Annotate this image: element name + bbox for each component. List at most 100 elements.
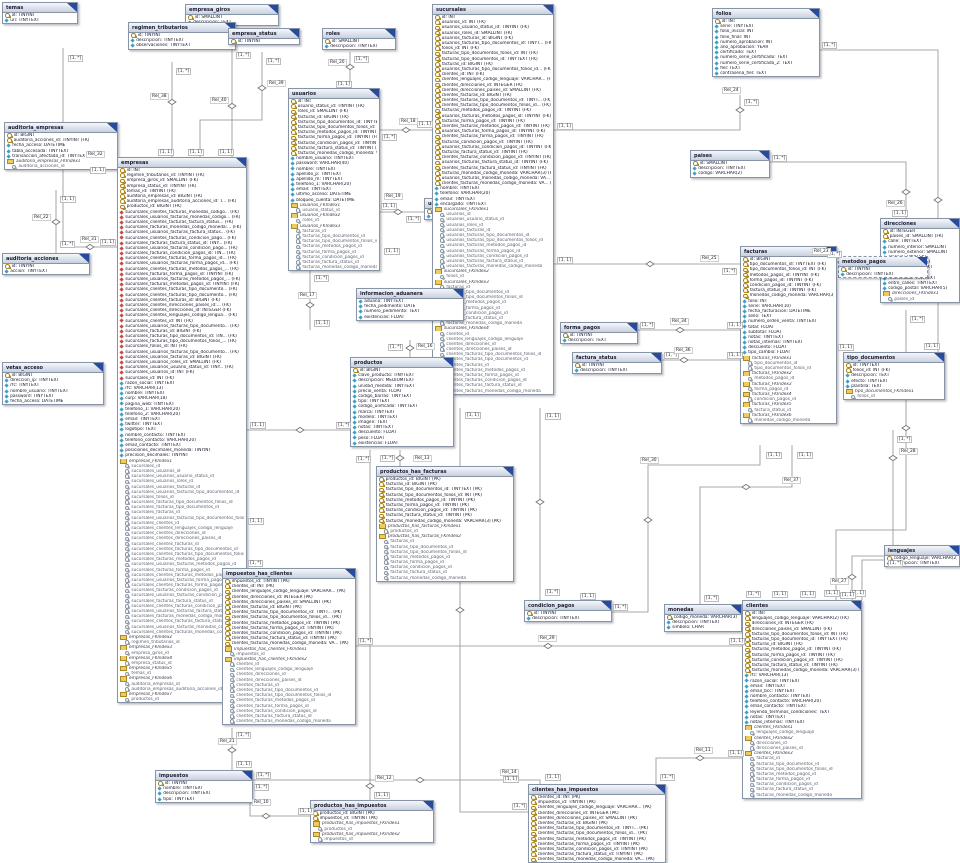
field-row-clientes_lenguajes_codigo_lenguaje[interactable]: clientes_lenguajes_codigo_lenguaje: VARC… [529,805,665,810]
field-row-folios_id[interactable]: folios_id: INT (FK) [844,368,944,373]
cardinality-label[interactable]: [1, *] [704,595,720,603]
field-row-sucursales_clientes_lenguajes_codigo_lenguaje[interactable]: sucursales_clientes_lenguajes_codigo_len… [118,526,246,531]
field-row-facturas_condicion_pagos_id[interactable]: facturas_condicion_pagos_id: TINYINT (FK… [289,141,379,146]
table-header-empresas[interactable]: empresas [118,158,246,168]
field-row-telefono_2[interactable]: telefono_2: VARCHAR(20) [118,412,246,417]
field-row-sucursales_usuarios_facturas_tipo_documentos_folios_id[interactable]: sucursales_usuarios_facturas_tipo_docume… [118,516,246,521]
cardinality-label[interactable]: [1, *] [888,560,904,568]
field-row-regimen_tributarios_id[interactable]: regimen_tributarios_id: TINYINT (FK) [118,173,246,178]
field-row-facturas_metodos_pagos_id[interactable]: facturas_metodos_pagos_id: TINYINT (PK) [377,498,513,503]
field-row-nombre_contacto[interactable]: nombre_contacto: TINYTEXT [743,694,861,699]
field-row-telefono_contacto[interactable]: telefono_contacto: VARCHAR(20) [743,699,861,704]
field-row-sucursales_usuarios_id[interactable]: sucursales_usuarios_id: INT (FK) [118,370,246,375]
cardinality-label[interactable]: [1, *] [336,422,352,430]
field-row-impuestos_id[interactable]: impuestos_id [223,652,355,657]
field-row-usuarios_facturas_condicion_pagos_id[interactable]: usuarios_facturas_condicion_pagos_id: TI… [433,145,553,150]
field-row-facturas_forma_pagos_id[interactable]: facturas_forma_pagos_id [743,777,861,782]
field-row-ano_aprobacion[interactable]: ano_aprobacion: YEAR [713,45,819,50]
cardinality-label[interactable]: [1, *] [664,352,680,360]
field-row-facturas_condicion_pagos_id[interactable]: facturas_condicion_pagos_id [743,782,861,787]
field-row-sucursales_usuarios_usuario_status_id[interactable]: sucursales_usuarios_usuario_status_id [118,474,246,479]
field-row-usuarios_id[interactable]: usuarios_id: INT (FK) [433,20,553,25]
relationship-name-rel_34[interactable]: Rel_34 [670,318,689,326]
relationship-name-rel_28[interactable]: Rel_28 [899,448,918,456]
field-row-rfc[interactable]: rfc: VARCHAR(13) [743,673,861,678]
cardinality-label[interactable]: [1, *] [545,589,561,597]
field-row-facturas_tipo_documentos_folios_id[interactable]: facturas_tipo_documentos_folios_id [289,239,379,244]
field-row-clientes_facturas_condicion_pagos_id[interactable]: clientes_facturas_condicion_pagos_id [223,709,355,714]
field-row-serie[interactable]: serie: TINYTEXT [713,24,819,29]
field-row-existencias[interactable]: existencias: FLOAT [351,441,453,446]
cardinality-label[interactable]: [1, 1] [188,149,204,157]
cardinality-label[interactable]: [1, 1] [727,352,743,360]
field-row-paises_id[interactable]: paises_id [881,296,959,302]
field-row-fecha_acceso[interactable]: fecha_acceso: DATETIME [5,143,117,148]
field-row-descuento[interactable]: descuento: FLOAT [351,430,453,435]
table-header-informacion_aduanera[interactable]: informacion_aduanera [357,289,463,299]
field-row-precio_venta[interactable]: precio_venta: FLOAT [351,389,453,394]
field-row-sucursales_clientes_facturas_condicion_pago... (FK)[interactable]: sucursales_clientes_facturas_condicion_p… [118,235,246,241]
field-row-facturas_forma_pagos_id[interactable]: facturas_forma_pagos_id: TINYINT (FK) [433,119,553,124]
table-header-clientes[interactable]: clientes [743,601,861,611]
field-row-usuarios_facturas_factura_status_id[interactable]: usuarios_facturas_factura_status_id [433,259,553,264]
relationship-name-rel_32[interactable]: Rel_32 [86,151,105,159]
field-row-sucursales_clientes_direcciones_paises_id[interactable]: sucursales_clientes_direcciones_paises_i… [118,303,246,308]
table-header-impuestos_has_clientes[interactable]: impuestos_has_clientes [223,569,355,579]
cardinality-label[interactable]: [1, 1] [236,761,252,769]
field-row-sucursales_facturas_condicion_pagos_id[interactable]: sucursales_facturas_condicion_pagos_id [118,588,246,593]
relationship-name-rel_19[interactable]: Rel_19 [384,193,403,201]
field-row-sucursales_facturas_id[interactable]: sucursales_facturas_id [118,510,246,515]
field-row-usuarios_usuario_status_id[interactable]: usuarios_usuario_status_id [433,217,553,222]
cardinality-label[interactable]: [1, 1] [727,322,743,330]
cardinality-label[interactable]: [1, 1] [381,203,397,211]
cardinality-label[interactable]: [1, *] [382,134,398,142]
field-row-impuestos_id[interactable]: impuestos_id [311,837,433,842]
field-row-contrasena_fiel[interactable]: contrasena_fiel: TEXT [713,71,819,76]
field-row-lenguajes_codigo_lenguaje[interactable]: lenguajes_codigo_lenguaje [743,730,861,735]
field-row-id[interactable]: id: INT [118,168,246,173]
field-row-id[interactable]: id: INT [713,19,819,24]
field-row-codigo_unificado[interactable]: codigo_unificado: TINYTEXT [351,404,453,409]
field-row-lenguajes_codigo_lenguaje[interactable]: lenguajes_codigo_lenguaje: VARCHAR(2) (F… [743,616,861,621]
field-row-modelo[interactable]: modelo: TINYTEXT [351,415,453,420]
field-row-numero_serie_certificado_2[interactable]: numero_serie_certificado_2: TEXT [713,61,819,66]
field-row-sucursales_facturas_tipo_documentos_id[interactable]: sucursales_facturas_tipo_documentos_id [118,505,246,510]
field-row-fecha_facturacion[interactable]: fecha_facturacion: DATETIME [741,309,836,314]
field-row-imagen[interactable]: imagen: TEXT [351,420,453,425]
index-row-empresas_FKIndex6[interactable]: empresas_FKIndex6 [118,676,246,682]
field-row-numero_serie_certificado[interactable]: numero_serie_certificado: TEXT [713,55,819,60]
field-row-efecto[interactable]: efecto: TINYTEXT [844,379,944,384]
index-row-productos_has_impuestos_FKIndex1[interactable]: productos_has_impuestos_FKIndex1 [311,821,433,827]
field-row-facturas_factura_status_id[interactable]: facturas_factura_status_id [743,787,861,792]
cardinality-label[interactable]: [1, *] [68,55,84,63]
field-row-facturas_tipo_documentos_folios_id[interactable]: facturas_tipo_documentos_folios_id: INT … [433,51,553,56]
field-row-productos_id[interactable]: productos_id [377,529,513,534]
relationship-line-rel_28[interactable] [861,430,894,600]
cardinality-label[interactable]: [1, 1] [417,121,433,129]
field-row-clientes_facturas_metodos_pagos_id[interactable]: clientes_facturas_metodos_pagos_id: TINY… [223,621,355,626]
field-row-password[interactable]: password: VARCHAR(40) [289,161,379,166]
field-row-marca[interactable]: marca: TINYTEXT [351,410,453,415]
field-row-folio[interactable]: folio: INT [741,299,836,304]
field-row-codigo_barras[interactable]: codigo_barras: TINYTEXT [351,394,453,399]
field-row-email[interactable]: email: TINYTEXT [743,684,861,689]
field-row-codigo[interactable]: codigo: VARCHAR(2) [691,171,769,176]
field-row-sucursales_folios_id[interactable]: sucursales_folios_id [118,495,246,500]
field-row-usuario_status_id[interactable]: usuario_status_id [289,208,379,213]
field-row-facturas_tipo_documentos_id[interactable]: facturas_tipo_documentos_id [743,761,861,767]
field-row-transaccion_afectada_id[interactable]: transaccion_afectada_id: TINYTEXT [5,154,117,159]
field-row-id[interactable]: id: TINYINT [839,267,927,272]
field-row-notas_internas[interactable]: notas_internas: TINYTEXT [743,720,861,725]
field-row-clientes_direcciones_paises_id[interactable]: clientes_direcciones_paises_id: SMALLINT… [433,88,553,93]
relationship-name-rel_11[interactable]: Rel_11 [694,747,713,755]
field-row-temas_id[interactable]: temas_id: TINYINT (FK) [118,189,246,194]
field-row-factura_status_id[interactable]: factura_status_id: TINYINT (FK) [741,288,836,293]
field-row-direcciones_paises_id[interactable]: direcciones_paises_id: SMALLINT (FK) [743,627,861,632]
field-row-clientes_facturas_condicion_pagos_id[interactable]: clientes_facturas_condicion_pagos_id: TI… [223,631,355,636]
field-row-nombre[interactable]: nombre: TINYTEXT [433,186,553,191]
